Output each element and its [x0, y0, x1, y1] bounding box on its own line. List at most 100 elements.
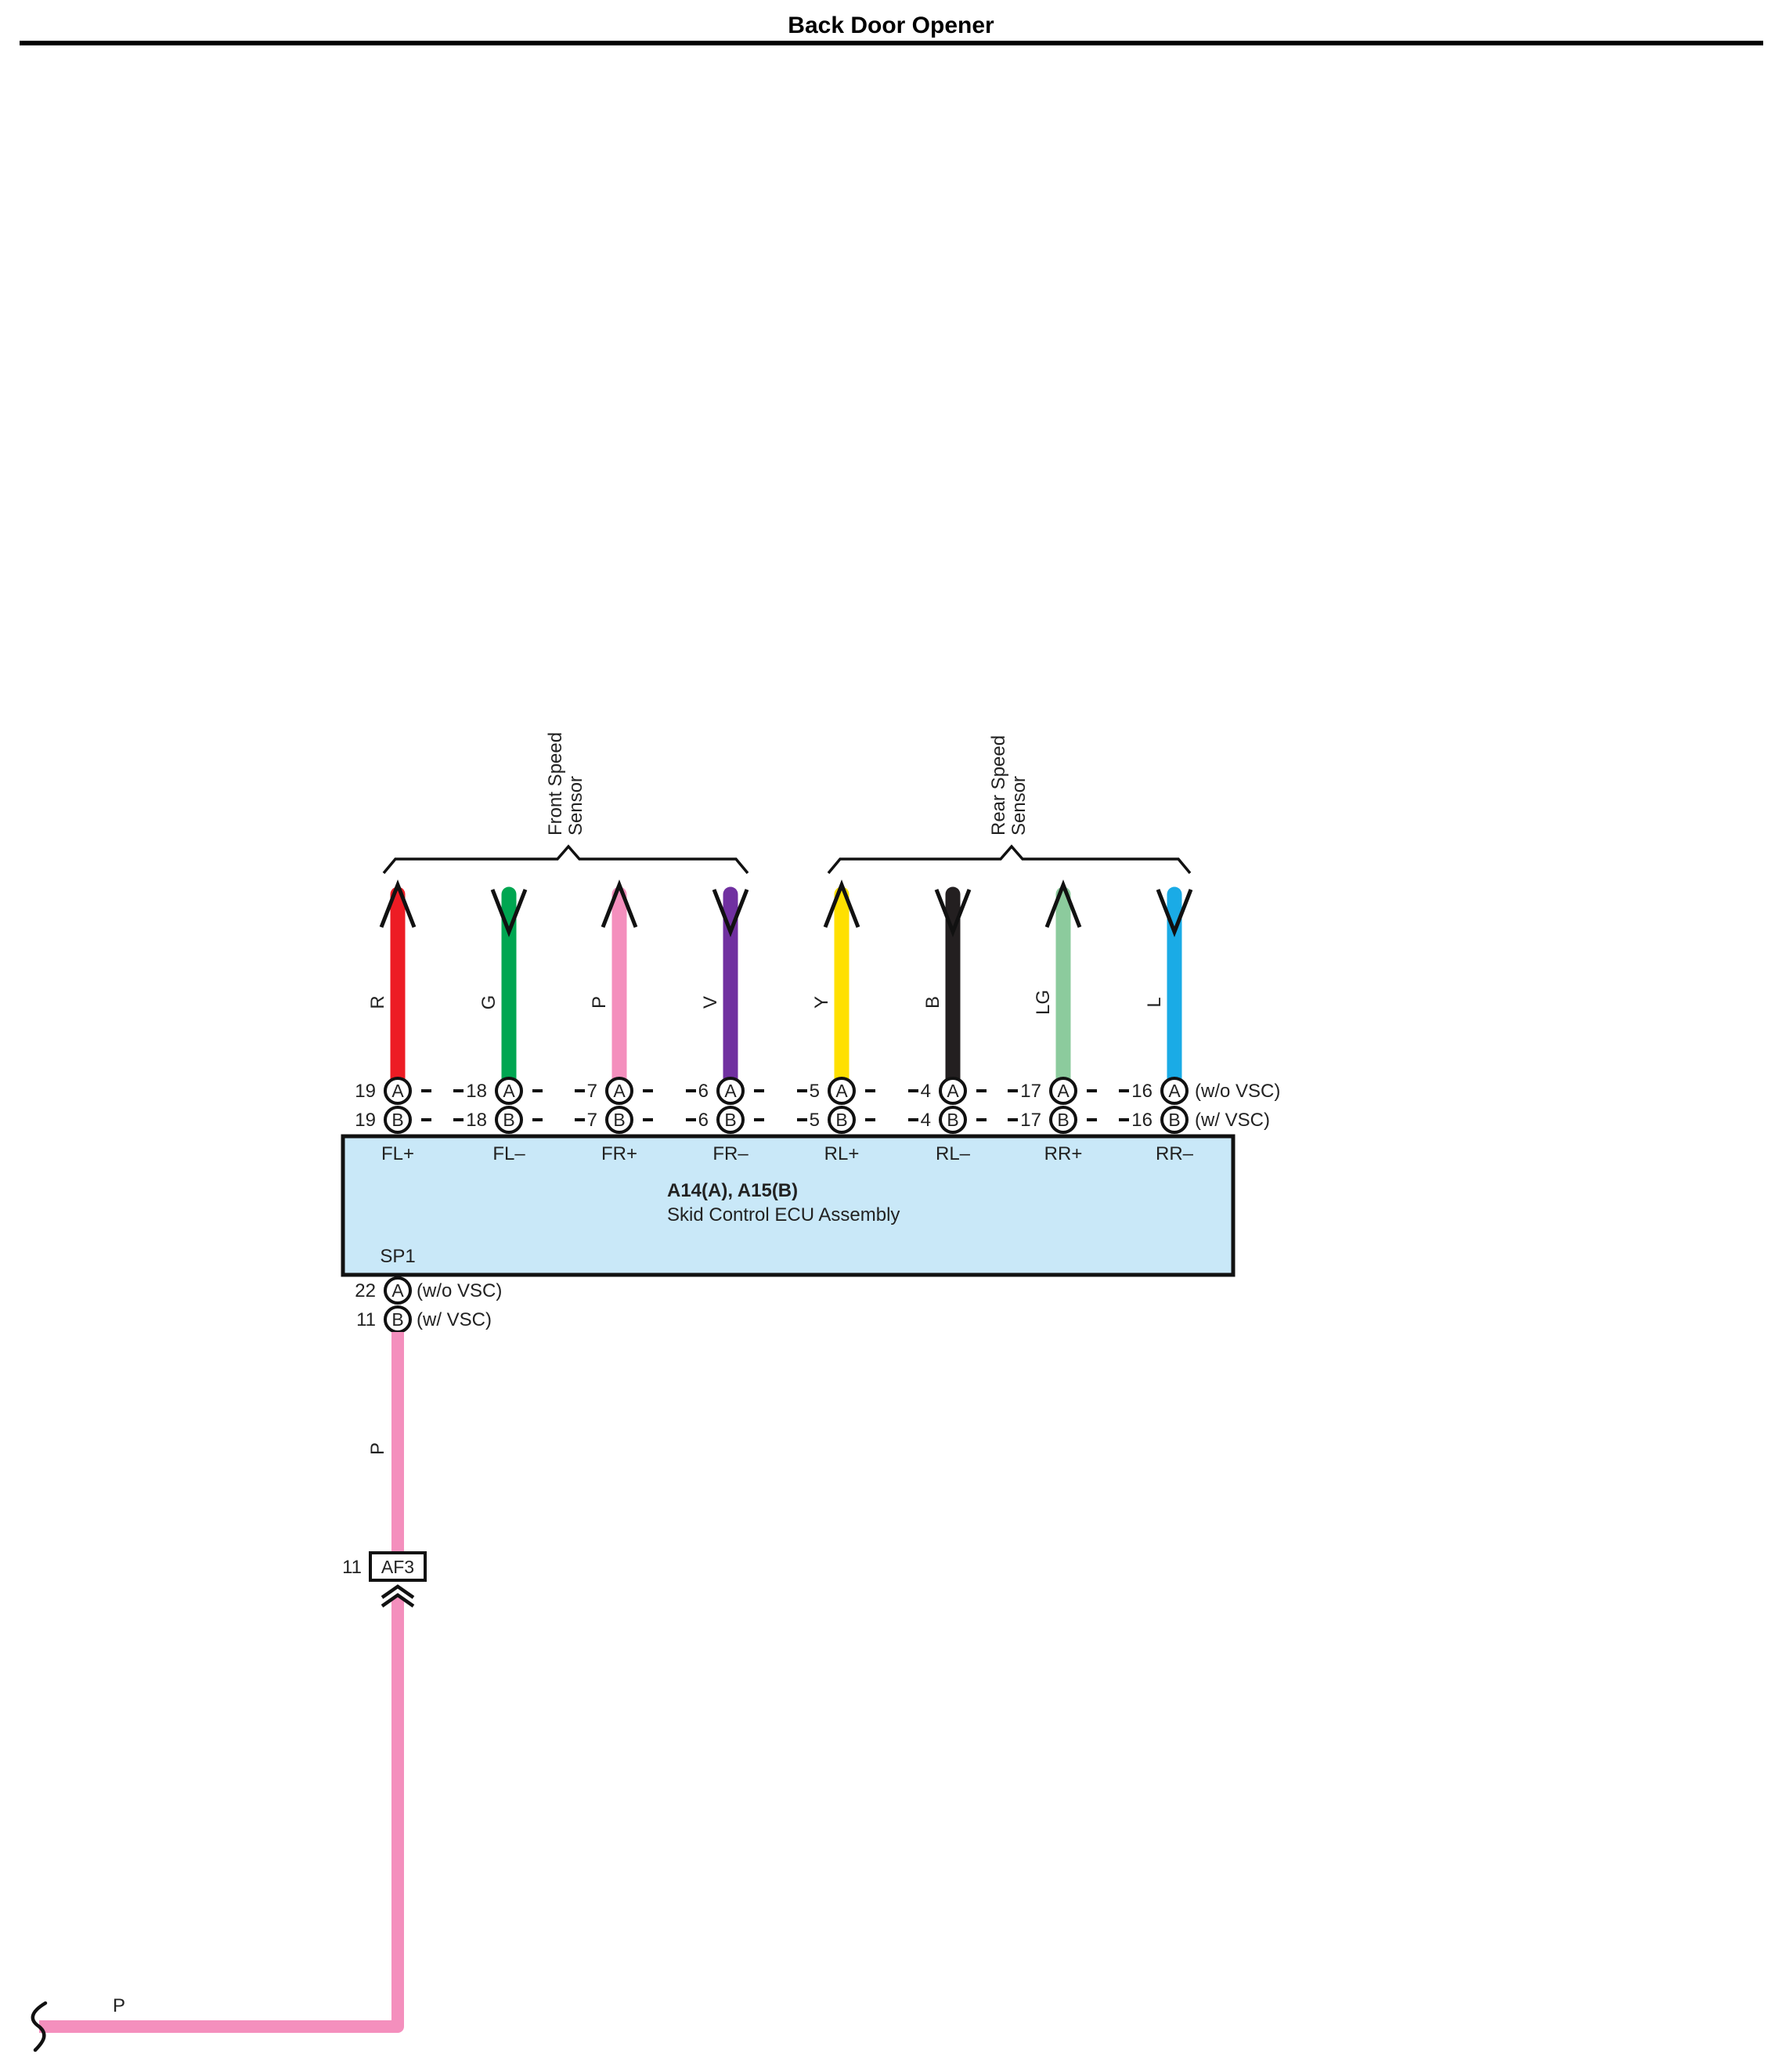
front-speed-sensor-label-line1: Front Speed	[545, 732, 566, 836]
pin-b-number-fl-plus: 19	[355, 1110, 376, 1131]
wire-down-arrow-icon	[1156, 889, 1193, 937]
pin-b-number-rr-minus: 16	[1131, 1110, 1153, 1131]
ecu-terminal-rr-minus: RR–	[1156, 1143, 1194, 1164]
pin-a-number-fl-minus: 18	[466, 1081, 487, 1102]
sp1-pin-a-circle	[384, 1276, 412, 1305]
pin-a-letter-rl-minus: A	[947, 1081, 959, 1101]
ecu-connector-name: A14(A), A15(B)	[667, 1180, 798, 1201]
wire-up-arrow-icon	[379, 879, 417, 928]
pin-a-letter-rl-plus: A	[835, 1081, 848, 1101]
pin-b-letter-rr-minus: B	[1168, 1110, 1180, 1130]
pin-a-circle-rl-minus	[939, 1077, 967, 1105]
ecu-description: Skid Control ECU Assembly	[667, 1204, 900, 1226]
ecu-terminal-fl-minus: FL–	[492, 1143, 525, 1164]
sp1-pin-a-letter: A	[391, 1280, 404, 1301]
pin-b-circle-fr-plus	[605, 1106, 633, 1134]
af3-junction-connector: 11 AF3	[342, 1551, 427, 1608]
pin-b-number-fr-minus: 6	[698, 1110, 709, 1131]
af3-box	[369, 1551, 427, 1582]
sp1-connector: 22 A (w/o VSC) 11 B (w/ VSC)	[355, 1276, 502, 1334]
skid-control-ecu-box	[341, 1134, 1235, 1277]
ecu-terminal-rl-plus: RL+	[824, 1143, 860, 1164]
wire-color-code-fl-plus: R	[367, 995, 388, 1009]
pin-b-circle-rl-minus	[939, 1106, 967, 1134]
sp1-pin-a-variant: (w/o VSC)	[417, 1280, 502, 1301]
sp1-pin-b-letter: B	[391, 1309, 403, 1330]
pin-a-circle-rl-plus	[828, 1077, 856, 1105]
ecu-terminal-fl-plus: FL+	[381, 1143, 414, 1164]
ecu-terminal-fr-plus: FR+	[601, 1143, 637, 1164]
front-speed-sensor-bracket: Front Speed Sensor	[382, 732, 749, 875]
af3-name: AF3	[381, 1557, 414, 1577]
pin-b-letter-rr-plus: B	[1057, 1110, 1069, 1130]
pin-a-number-rl-minus: 4	[921, 1081, 931, 1102]
wire-down-arrow-icon	[712, 889, 749, 937]
pin-a-number-fr-minus: 6	[698, 1081, 709, 1102]
pin-b-number-rl-plus: 5	[810, 1110, 820, 1131]
ecu-sp1-terminal: SP1	[380, 1246, 415, 1267]
pin-a-circle-rr-minus	[1160, 1077, 1189, 1105]
bottom-wire-color-label: P	[113, 1995, 125, 2016]
pin-b-number-rr-plus: 17	[1020, 1110, 1041, 1131]
pin-b-number-fl-minus: 18	[466, 1110, 487, 1131]
wire-up-arrow-icon	[823, 879, 860, 928]
pin-a-letter-fr-minus: A	[724, 1081, 737, 1101]
pin-a-circle-fl-plus	[384, 1077, 412, 1105]
sp1-pin-b-number: 11	[356, 1309, 376, 1330]
pin-b-circle-fr-minus	[716, 1106, 745, 1134]
pin-b-number-fr-plus: 7	[587, 1110, 597, 1131]
pin-a-number-rr-plus: 17	[1020, 1081, 1041, 1102]
wire-color-code-rr-plus: LG	[1033, 990, 1054, 1015]
pin-a-circle-fr-minus	[716, 1077, 745, 1105]
pin-b-letter-rl-plus: B	[835, 1110, 847, 1130]
pin-a-circle-fr-plus	[605, 1077, 633, 1105]
variant-label-b: (w/ VSC)	[1195, 1110, 1270, 1131]
variant-label-a: (w/o VSC)	[1195, 1081, 1280, 1102]
wire-up-arrow-icon	[601, 879, 638, 928]
sp1-pin-b-variant: (w/ VSC)	[417, 1309, 492, 1330]
sp1-pink-wire: P P	[39, 1332, 404, 2033]
pin-b-letter-fl-minus: B	[503, 1110, 514, 1130]
pin-a-letter-fr-plus: A	[613, 1081, 626, 1101]
pin-b-circle-fl-minus	[495, 1106, 523, 1134]
sp1-wire-color-label: P	[367, 1442, 388, 1455]
wire-down-arrow-icon	[934, 889, 972, 937]
wire-down-arrow-icon	[490, 889, 528, 937]
pin-a-number-rl-plus: 5	[810, 1081, 820, 1102]
af3-pin-number: 11	[342, 1557, 362, 1578]
ecu-terminal-labels: FL+ FL– FR+ FR– RL+ RL– RR+ RR–	[381, 1143, 1194, 1164]
pin-a-number-rr-minus: 16	[1131, 1081, 1153, 1102]
sp1-pin-a-number: 22	[355, 1280, 376, 1301]
pin-a-circle-fl-minus	[495, 1077, 523, 1105]
rear-speed-sensor-label-line2: Sensor	[1008, 776, 1030, 836]
pin-a-letter-rr-minus: A	[1168, 1081, 1181, 1101]
wire-color-code-rr-minus: L	[1144, 997, 1165, 1007]
wire-up-arrow-icon	[1044, 879, 1082, 928]
wire-color-code-rl-plus: Y	[811, 996, 832, 1009]
pin-a-number-fr-plus: 7	[587, 1081, 597, 1102]
pin-b-letter-fr-plus: B	[613, 1110, 625, 1130]
rear-speed-sensor-label-line1: Rear Speed	[988, 735, 1009, 836]
wire-color-code-fr-minus: V	[700, 996, 721, 1009]
pin-b-letter-rl-minus: B	[947, 1110, 958, 1130]
front-speed-sensor-label-line2: Sensor	[565, 776, 586, 836]
page-title: Back Door Opener	[788, 13, 994, 38]
af3-chevron-icon	[381, 1584, 415, 1608]
ecu-terminal-fr-minus: FR–	[712, 1143, 749, 1164]
wire-color-code-fr-plus: P	[589, 996, 610, 1009]
ecu-terminal-rl-minus: RL–	[936, 1143, 971, 1164]
pin-b-circle-rr-minus	[1160, 1106, 1189, 1134]
pin-a-letter-fl-plus: A	[391, 1081, 404, 1101]
pin-b-circle-rr-plus	[1049, 1106, 1077, 1134]
pin-a-letter-rr-plus: A	[1057, 1081, 1070, 1101]
ecu-terminal-rr-plus: RR+	[1044, 1143, 1083, 1164]
pin-a-circle-rr-plus	[1049, 1077, 1077, 1105]
wire-color-code-rl-minus: B	[922, 996, 943, 1009]
wire-color-code-fl-minus: G	[478, 995, 500, 1010]
pin-b-circle-rl-plus	[828, 1106, 856, 1134]
wire-break-icon	[31, 2001, 48, 2052]
pin-a-number-fl-plus: 19	[355, 1081, 376, 1102]
pin-b-number-rl-minus: 4	[921, 1110, 931, 1131]
